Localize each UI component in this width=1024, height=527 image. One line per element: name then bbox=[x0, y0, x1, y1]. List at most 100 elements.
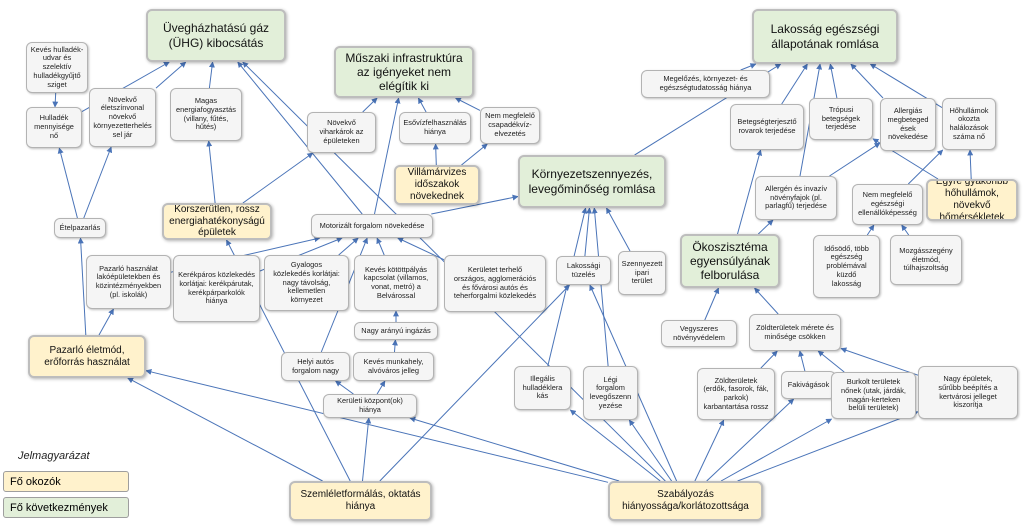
node-legi: Légi forgalom levegőszenn yezése bbox=[583, 366, 638, 420]
node-gyalogos: Gyalogos közlekedés korlátjai: nagy távo… bbox=[264, 255, 349, 311]
node-nagy-epuletek: Nagy épületek, sűrűbb beépítés a kertvár… bbox=[918, 366, 1018, 419]
edge-lakossagi-tuz-to-kornyezet bbox=[584, 207, 592, 257]
node-korszerutlen: Korszerűtlen, rossz energiahatékonyságú … bbox=[162, 203, 272, 240]
edge-nagy-epuletek-to-zoldter-merete bbox=[840, 347, 919, 376]
edge-egyre-gyakoribb-to-hohullam-halal bbox=[967, 149, 974, 180]
edge-megelozes-to-lakossag-eg bbox=[740, 63, 757, 71]
edge-keves-kotott-to-motorizalt bbox=[376, 237, 385, 256]
node-szabalyozas: Szabályozás hiányossága/korlátozottsága bbox=[608, 481, 763, 521]
node-mozgasszegeny: Mozgásszegény életmód, túlhajszoltság bbox=[890, 235, 962, 285]
edge-kerulet-kozpont-to-keves-munka bbox=[376, 380, 386, 395]
edge-motorizalt-to-uhg bbox=[237, 61, 363, 215]
edge-magas-energia-to-uhg bbox=[208, 61, 215, 89]
node-magas-energia: Magas energiafogyasztás (villany, fűtés,… bbox=[170, 88, 242, 141]
node-szemlelet: Szemléletformálás, oktatás hiánya bbox=[289, 481, 432, 521]
edge-idosodo-to-nem-megfelelo-eg bbox=[866, 224, 875, 236]
edge-mozgasszegeny-to-nem-megfelelo-eg bbox=[901, 224, 910, 236]
node-illegalis: Illegális hulladéklera kás bbox=[514, 366, 571, 410]
edge-szabalyozas-to-fakivagasok bbox=[706, 398, 795, 482]
node-kerekparos: Kerékpáros közlekedés korlátjai: kerékpá… bbox=[173, 255, 260, 322]
edge-etelpazarlas-to-novekvo-elet bbox=[83, 146, 113, 219]
edge-betegseg-rovar-to-lakossag-eg bbox=[781, 63, 808, 105]
edge-korszerutlen-to-viharkar bbox=[242, 152, 314, 204]
node-betegseg-rovar: Betegségterjesztő rovarok terjedése bbox=[730, 104, 804, 150]
node-muszaki: Műszaki infrastruktúra az igényeket nem … bbox=[334, 46, 474, 98]
edge-nem-megfelelo-eg-to-hohullam-halal bbox=[907, 149, 944, 185]
edge-gyalogos-to-motorizalt bbox=[338, 237, 359, 256]
node-tropusi: Trópusi betegségek terjedése bbox=[809, 98, 873, 140]
edge-okoszisztema-to-allergen bbox=[757, 219, 774, 235]
edge-szabalyozas-to-illegalis bbox=[569, 409, 661, 482]
edge-zoldter-merete-to-okoszisztema bbox=[754, 287, 779, 315]
edge-villam-to-csapadek bbox=[461, 143, 488, 166]
edge-vegyszeres-to-okoszisztema bbox=[704, 287, 720, 321]
node-pazarlo-haszn: Pazarló használat lakóépületekben és köz… bbox=[86, 255, 171, 309]
edge-illegalis-to-kornyezet bbox=[547, 207, 588, 367]
node-hulladek: Hulladék mennyisége nő bbox=[26, 107, 82, 148]
node-szennyezett: Szennyezett ipari terület bbox=[618, 251, 666, 295]
edge-allergen-to-allergias bbox=[829, 142, 881, 177]
legend-item-causes: Fő okozók bbox=[3, 471, 129, 492]
edge-szemlelet-to-pazarlo-elet bbox=[127, 377, 323, 482]
edge-burkolt-to-zoldter-merete bbox=[817, 350, 845, 373]
node-kornyezet: Környezetszennyezés, levegőminőség romlá… bbox=[518, 155, 666, 208]
node-hohullam-halal: Hőhullámok okozta halálozások száma nő bbox=[942, 98, 996, 150]
node-vegyszeres: Vegyszeres növényvédelem bbox=[661, 320, 737, 347]
edge-szemlelet-to-kerulet-kozpont bbox=[362, 417, 372, 482]
edge-zoldter-karb-to-zoldter-merete bbox=[760, 350, 778, 369]
edge-etelpazarlas-to-hulladek bbox=[57, 147, 78, 219]
node-esovizfelh: Esővízfelhasználás hiánya bbox=[399, 112, 471, 144]
edge-novekvo-elet-to-uhg bbox=[155, 61, 187, 89]
node-kerulet-terhelo: Kerületet terhelő országos, agglomeráció… bbox=[444, 255, 546, 312]
legend-item-consequences: Fő következmények bbox=[3, 497, 129, 518]
edge-szennyezett-to-kornyezet bbox=[606, 207, 631, 252]
edge-okoszisztema-to-betegseg-rovar bbox=[737, 149, 763, 235]
edge-allergias-to-lakossag-eg bbox=[850, 63, 884, 99]
node-lakossagi-tuz: Lakossági tüzelés bbox=[556, 256, 611, 285]
node-novekvo-elet: Növekvő élet­színvonal növekvő környezet… bbox=[89, 88, 156, 147]
node-idosodo: Idősödő, több egészség problémával küzdő… bbox=[813, 235, 880, 298]
node-villam: Villámárvizes időszakok növekednek bbox=[394, 165, 480, 205]
node-viharkar: Növekvő viharkárok az épületeken bbox=[307, 112, 376, 153]
node-kerulet-kozpont: Kerületi központ(ok) hiánya bbox=[323, 394, 417, 418]
node-motorizalt: Motorizált forgalom növekedése bbox=[311, 214, 433, 238]
node-allergias: Allergiás megbeteged ések növekedése bbox=[880, 98, 936, 151]
node-zoldter-karb: Zöldterületek (erdők, fasorok, fák, park… bbox=[697, 368, 775, 420]
node-nem-megfelelo-eg: Nem megfelelő egészségi ellenállóképessé… bbox=[852, 184, 923, 225]
edge-kerulet-kozpont-to-helyi-autos bbox=[335, 380, 354, 395]
node-fakivagasok: Fakivágások bbox=[781, 371, 836, 399]
node-kores: Kevés hulladék- udvar és szelektív hulla… bbox=[26, 42, 88, 93]
node-megelozes: Megelőzés, környezet- és egészségtudatos… bbox=[641, 70, 770, 98]
edge-tropusi-to-lakossag-eg bbox=[828, 63, 838, 99]
edge-legi-to-kornyezet bbox=[591, 207, 609, 367]
edge-korszerutlen-to-magas-energia bbox=[206, 140, 216, 204]
edge-kores-to-hulladek bbox=[52, 92, 59, 108]
node-keves-munka: Kevés munkahely, alvóváros jelleg bbox=[353, 352, 434, 381]
edge-viharkar-to-muszaki bbox=[362, 97, 378, 113]
edge-pazarlo-elet-to-etelpazarlas bbox=[77, 237, 87, 336]
edge-fakivagasok-to-zoldter-merete bbox=[798, 350, 806, 372]
node-burkolt: Burkolt területek nőnek (utak, járdák, m… bbox=[831, 372, 916, 419]
node-zoldter-merete: Zöldterületek mérete és minősége csökken bbox=[749, 314, 841, 351]
node-okoszisztema: Ökoszisztéma egyensúlyának felborulása bbox=[680, 234, 780, 288]
node-uhg: Üvegházhatású gáz (ÜHG) kibocsátás bbox=[146, 9, 286, 62]
edge-szemlelet-to-lakossagi-tuz bbox=[379, 284, 570, 482]
node-nagy-ingazas: Nagy arányú ingázás bbox=[354, 322, 438, 340]
node-pazarlo-elet: Pazarló életmód, erőforrás használat bbox=[28, 335, 146, 378]
edge-szabalyozas-to-zoldter-karb bbox=[694, 419, 725, 482]
node-etelpazarlas: Ételpazarlás bbox=[54, 218, 106, 238]
legend-title: Jelmagyarázat bbox=[18, 450, 90, 462]
edge-szabalyozas-to-kerulet-kozpont bbox=[409, 416, 620, 482]
edge-szabalyozas-to-legi bbox=[628, 419, 673, 482]
edge-csapadek-to-muszaki bbox=[454, 97, 481, 111]
edge-motorizalt-to-muszaki bbox=[374, 97, 401, 215]
node-egyre-gyakoribb: Egyre gyakoribb hőhullámok, növekvő hőmé… bbox=[926, 179, 1018, 221]
node-allergen: Allergén és invazív növényfajok (pl. par… bbox=[755, 176, 837, 220]
edge-keves-munka-to-nagy-ingazas bbox=[392, 339, 398, 353]
edge-villam-to-esovizfelh bbox=[432, 143, 439, 166]
edge-szabalyozas-to-nagy-epuletek bbox=[737, 410, 919, 482]
edge-esovizfelh-to-muszaki bbox=[417, 97, 427, 113]
node-csapadek: Nem megfelelő csapadékvíz- elvezetés bbox=[480, 107, 540, 144]
